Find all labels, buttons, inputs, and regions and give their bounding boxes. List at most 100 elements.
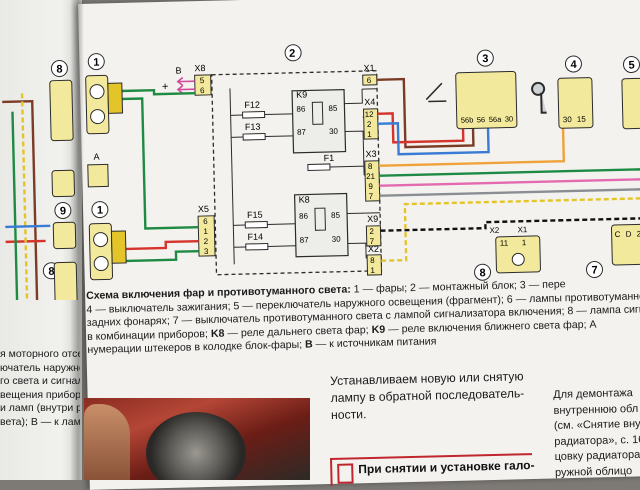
connector-x8 <box>194 74 212 96</box>
fuse-f1-label: F1 <box>324 153 335 163</box>
switch-7-pin-2: 2 <box>637 229 640 238</box>
relay-k8-pin-85: 85 <box>331 211 341 220</box>
wire-brown-x1 <box>376 77 475 149</box>
relay-k8-pin-30: 30 <box>332 235 342 244</box>
headlight-1b-lamp-top <box>93 232 109 248</box>
fuse-f15-label: F15 <box>247 210 263 220</box>
lamp-8a <box>49 79 74 142</box>
callout-7-circle <box>585 261 603 279</box>
headlight-1b <box>88 222 114 281</box>
x2-pin-1: 1 <box>370 266 375 275</box>
fuse-f1 <box>307 163 331 171</box>
lamp-x2-label: X2 <box>489 226 500 235</box>
x1-pin-6: 6 <box>367 76 372 85</box>
wire-green-top <box>122 97 199 230</box>
caption-k9: K9 <box>371 323 386 336</box>
right-line-5: цовку радиатора <box>554 448 640 463</box>
connector-x1-label: X1 <box>363 63 374 73</box>
wire-yellow-dashed-x2 <box>381 197 640 262</box>
caption-k8: K8 <box>210 327 225 340</box>
callout-1a-circle <box>87 53 105 71</box>
fuse-f14-label: F14 <box>247 232 263 242</box>
wire-green-x3 <box>379 168 640 177</box>
wiring-diagram: K9 86 85 87 30 K8 86 85 87 30 F12 F13 F1… <box>2 44 640 300</box>
relay-k8-box <box>293 192 349 258</box>
wire-blue-left <box>5 224 51 229</box>
switch-3 <box>455 70 518 130</box>
x5-pin-1: 1 <box>203 227 208 236</box>
left-line-5: и ламп (внутри ра <box>0 402 80 414</box>
right-line-1: Для демонтажа <box>553 387 633 401</box>
headlight-1a-connector <box>107 82 124 114</box>
callout-9: 9 <box>60 205 66 217</box>
relay-k9-pin-87: 87 <box>297 128 307 137</box>
plus-sign: + <box>162 81 169 93</box>
headlight-1a-lamp-bottom <box>90 109 106 125</box>
fuse-f12-label: F12 <box>244 100 260 110</box>
relay-k9-box <box>291 88 347 154</box>
note-box: При снятии и установке гало- <box>330 453 535 486</box>
lamp-8c-pin-11: 11 <box>500 239 509 248</box>
lamp-8c-bulb <box>511 252 525 266</box>
connector-a <box>87 163 109 188</box>
wire-red-x5 <box>125 239 199 251</box>
right-line-6: ружной облицо <box>554 464 633 479</box>
fuse-f15 <box>244 220 268 229</box>
callout-1a: 1 <box>93 57 99 69</box>
relay-k9-coil <box>311 101 324 125</box>
connector-x5-label: X5 <box>198 204 209 214</box>
engine-photo <box>84 398 310 480</box>
x4-pin-2: 2 <box>367 120 372 129</box>
relay-k8-label: K8 <box>299 194 310 204</box>
connector-x4-label: X4 <box>364 97 375 107</box>
relay-k8-pin-86: 86 <box>299 211 309 220</box>
left-line-4: вещения прибор <box>0 388 80 401</box>
wire-brown-left <box>2 99 39 300</box>
switch-4-pin-15: 15 <box>577 115 587 124</box>
callout-4: 4 <box>570 59 577 71</box>
hand <box>84 404 130 480</box>
x3-pin-8: 8 <box>368 162 373 171</box>
switch-5 <box>621 77 640 130</box>
headlight-1a-lamp-top <box>89 84 105 100</box>
x4-pin-1: 1 <box>367 130 372 139</box>
callout-1b: 1 <box>97 204 103 216</box>
x8-pin-6: 6 <box>200 86 205 95</box>
switch-3-pin-56: 56 <box>477 115 486 124</box>
connector-x9-label: X9 <box>367 214 378 224</box>
callout-7: 7 <box>591 264 597 276</box>
left-line-2: ючатель наружного <box>0 361 80 374</box>
wire-grey-x3 <box>379 188 640 197</box>
switch-4-pin-30: 30 <box>563 115 573 124</box>
right-column-text: Для демонтажа внутреннюю обл (см. «Сняти… <box>553 386 640 481</box>
switch-7-pin-d: D <box>626 230 632 239</box>
book-gutter <box>70 0 84 480</box>
caption-text-8: — к источникам питания <box>312 335 437 351</box>
wire-yellow-left <box>20 93 29 300</box>
relay-k8-pin-87: 87 <box>300 235 310 244</box>
callout-3: 3 <box>482 53 488 65</box>
x8-pin-5: 5 <box>200 76 205 85</box>
fuse-f12 <box>242 111 266 119</box>
x4-pin-12: 12 <box>365 110 375 119</box>
connector-x2 <box>366 254 383 276</box>
warning-icon <box>337 463 354 484</box>
relay-k9-label: K9 <box>296 89 307 99</box>
lamp-8c-pin-1: 1 <box>522 238 527 247</box>
ignition-switch-4 <box>557 77 594 129</box>
switch-3-pin-30: 30 <box>505 114 514 123</box>
connector-x2-label: X2 <box>368 244 379 254</box>
figure-caption: Схема включения фар и противотуманного с… <box>86 276 640 358</box>
callout-5-circle <box>622 56 640 74</box>
callout-8c-circle <box>474 263 492 281</box>
left-line-1: я моторного отсек <box>0 348 80 360</box>
wire-green-x5 <box>126 249 199 263</box>
mounting-block-frame <box>210 70 383 276</box>
left-line-3: го света и сигнало <box>0 375 80 387</box>
callout-2: 2 <box>289 48 295 60</box>
relay-k9-pin-86: 86 <box>296 105 306 114</box>
switch-7-pin-c: C <box>615 230 621 239</box>
key-icon <box>531 81 547 114</box>
connector-x3-label: X3 <box>365 149 376 159</box>
callout-1b-circle <box>91 201 109 219</box>
